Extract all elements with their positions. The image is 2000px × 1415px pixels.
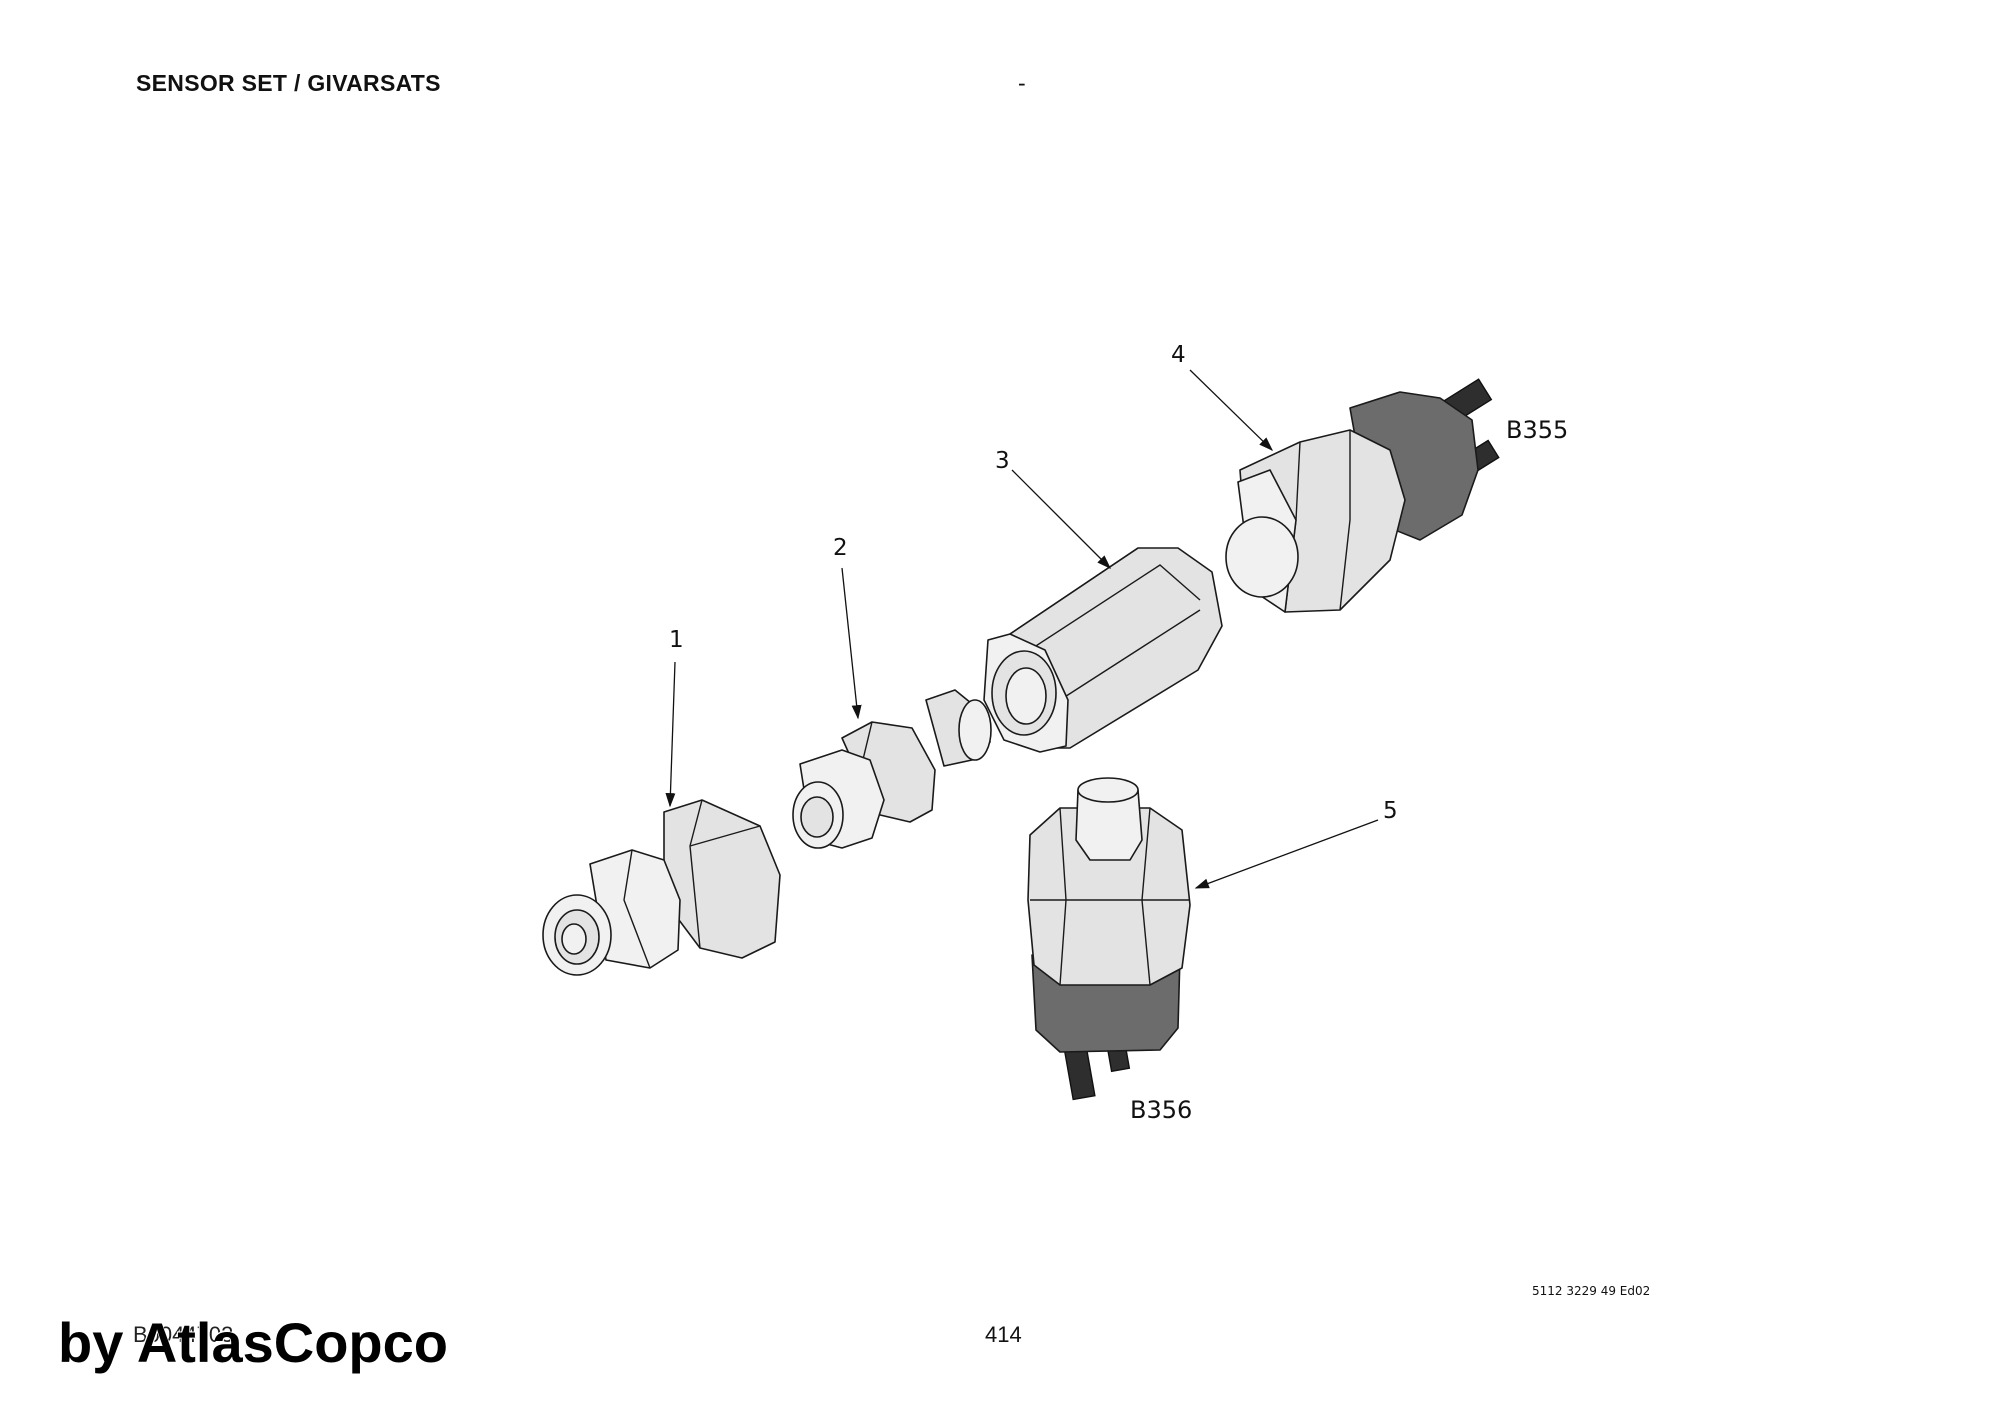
callout-2: 2 bbox=[833, 535, 848, 561]
leader-2 bbox=[841, 567, 862, 720]
part-2-nipple bbox=[792, 689, 992, 849]
leader-3 bbox=[1011, 469, 1112, 570]
watermark: by AtlasCopco bbox=[58, 1311, 448, 1374]
ref-b355: B355 bbox=[1506, 416, 1568, 444]
part-4-pressure-switch bbox=[1225, 378, 1500, 613]
ref-b356: B356 bbox=[1130, 1096, 1192, 1124]
leader-1 bbox=[665, 661, 676, 808]
drawing-id: B0044703 bbox=[133, 1322, 234, 1347]
part-3-hex-coupling bbox=[983, 547, 1223, 753]
leader-5 bbox=[1194, 819, 1379, 889]
page-title: SENSOR SET / GIVARSATS bbox=[136, 70, 441, 96]
callout-1: 1 bbox=[669, 627, 684, 653]
callout-3: 3 bbox=[995, 448, 1010, 474]
callout-4: 4 bbox=[1171, 342, 1186, 368]
doc-number: 5112 3229 49 Ed02 bbox=[1532, 1284, 1651, 1298]
page-number: 414 bbox=[985, 1322, 1022, 1347]
leader-4 bbox=[1189, 369, 1274, 451]
callout-5: 5 bbox=[1383, 798, 1398, 824]
part-5-pressure-switch bbox=[1027, 777, 1191, 1101]
part-1-union-fitting bbox=[542, 799, 781, 976]
title-dash: - bbox=[1018, 70, 1026, 96]
